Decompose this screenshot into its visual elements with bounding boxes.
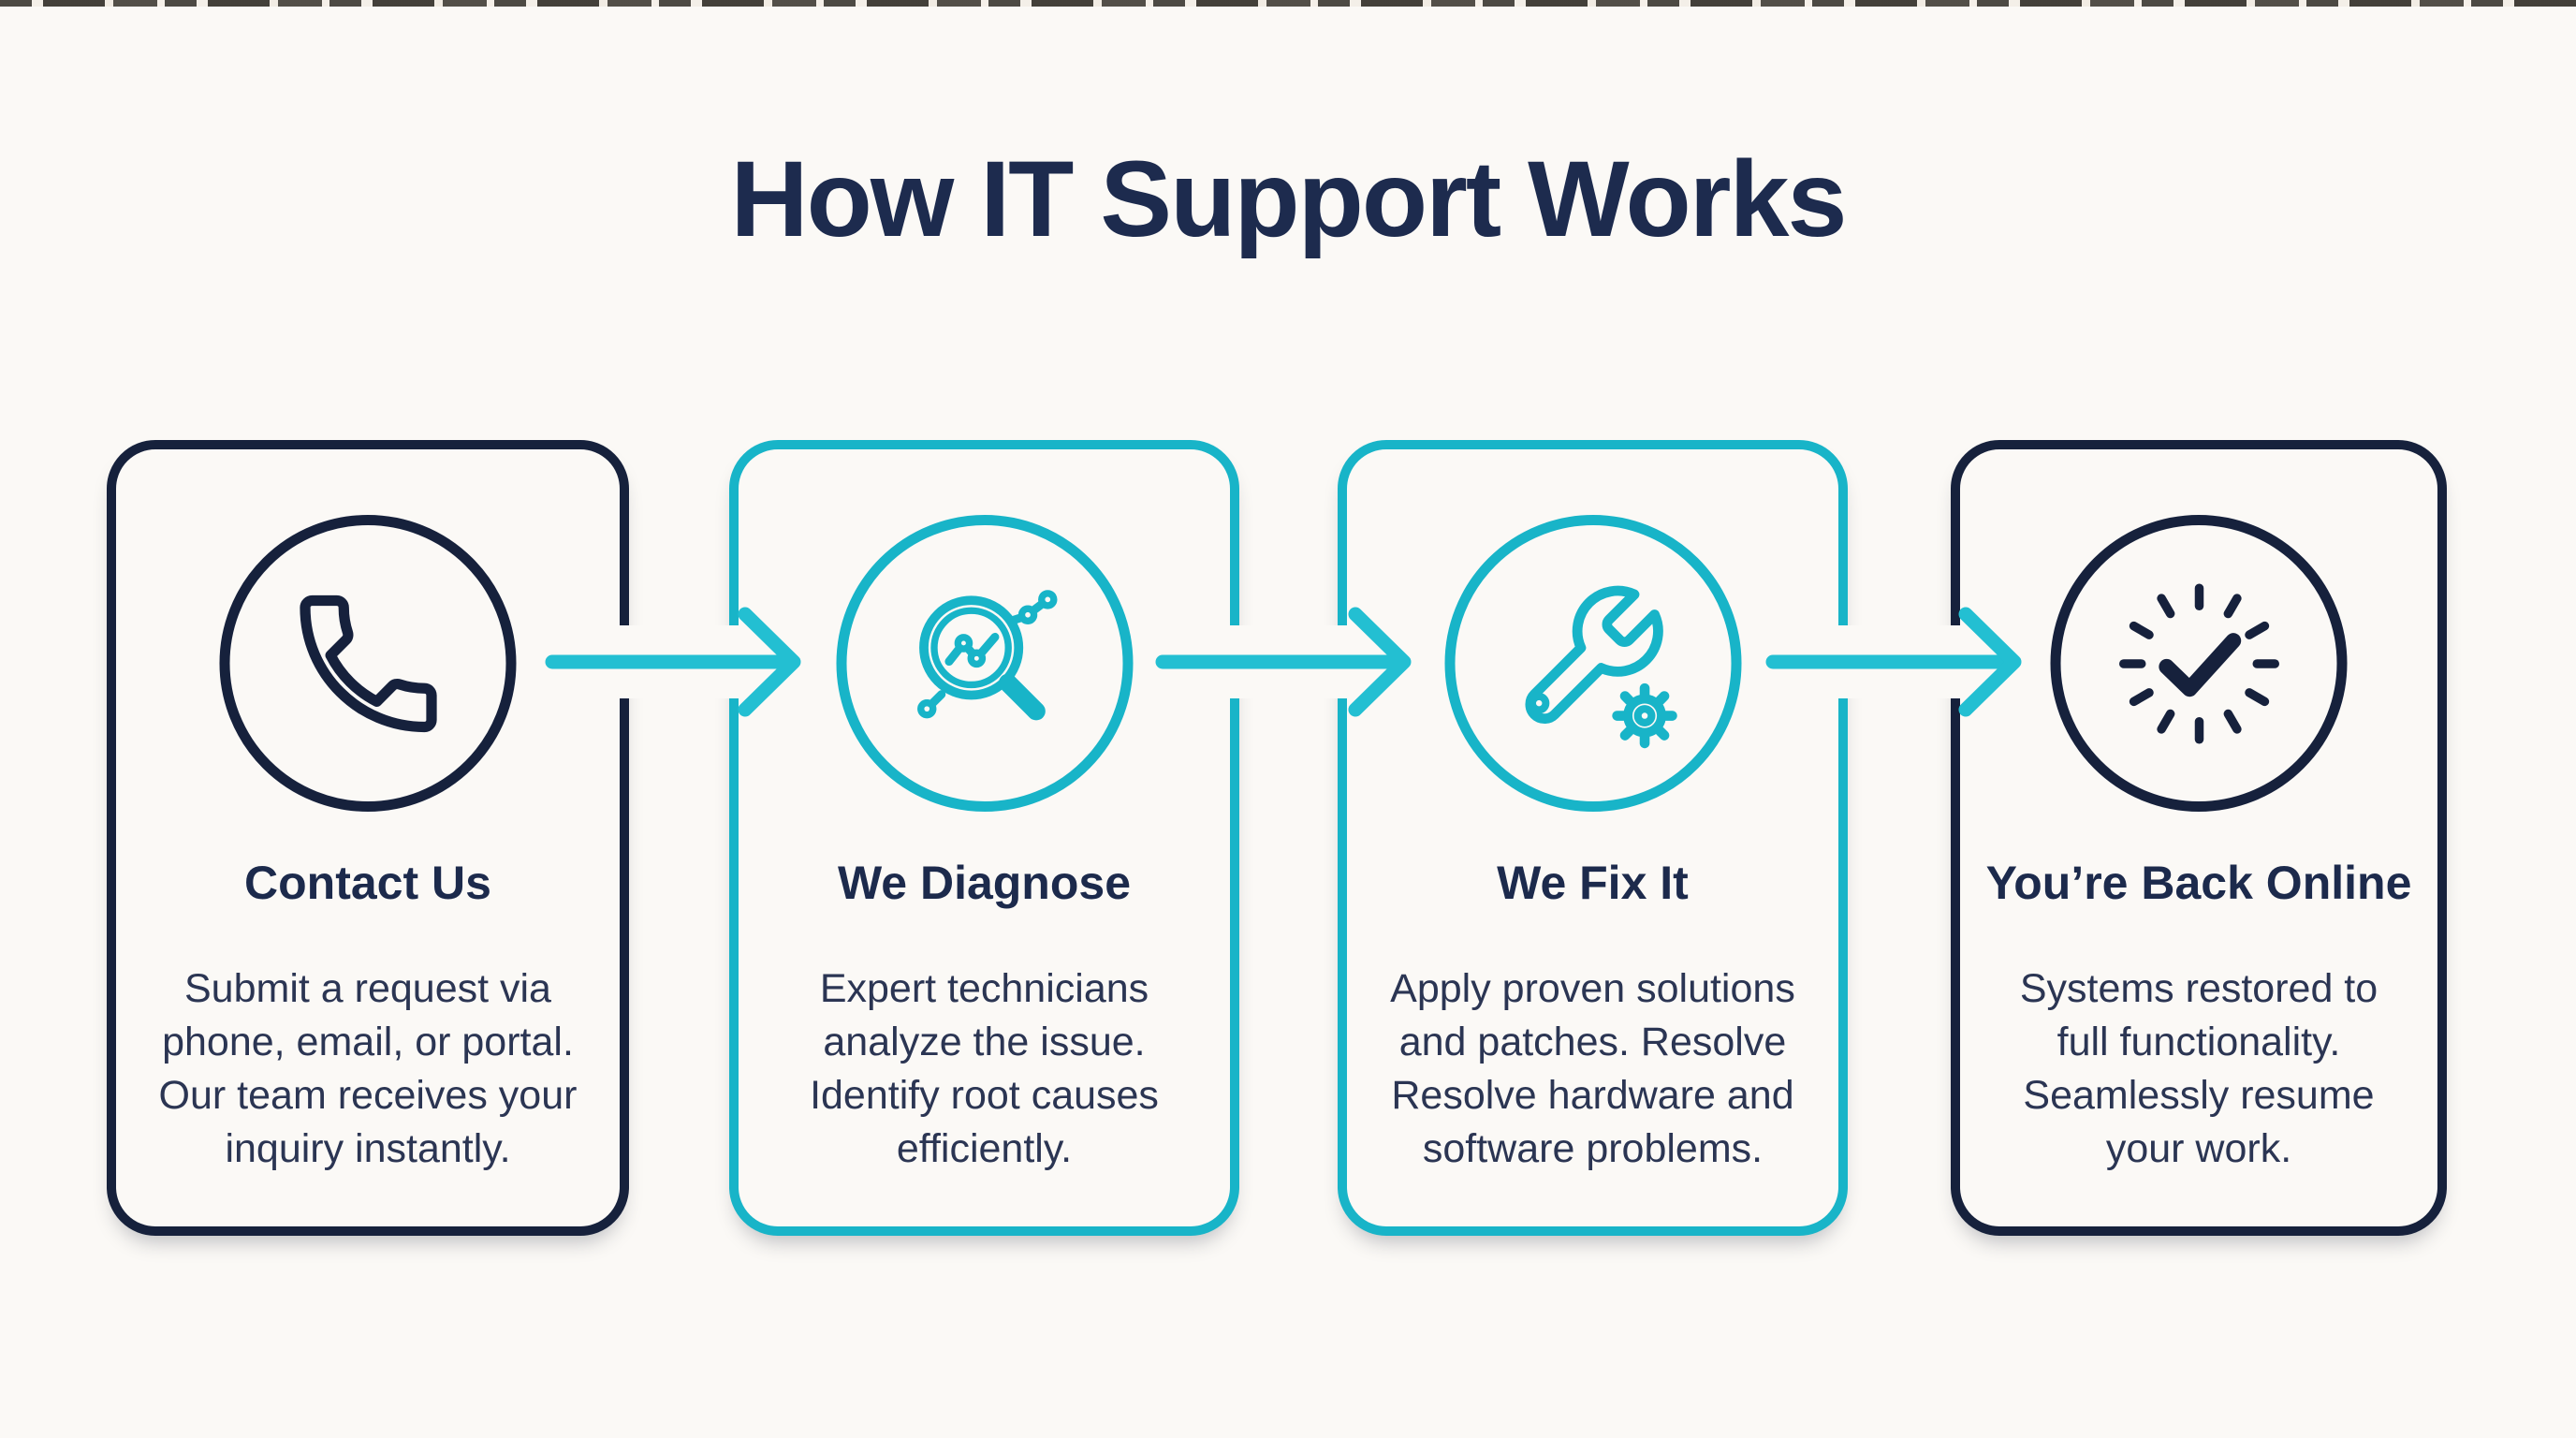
step-description: Systems restored to full functionality. …: [2019, 966, 2378, 1171]
step-title: You’re Back Online: [1985, 857, 2412, 909]
top-edge-artifact: [0, 0, 2576, 7]
step-card-back-online: You’re Back Online Systems restored to f…: [1951, 440, 2447, 1236]
phone-icon: [299, 594, 437, 732]
icon-circle: [2050, 515, 2348, 812]
flow-arrow-right-icon: [1155, 607, 1412, 717]
magnifier-chart-icon: [917, 589, 1058, 720]
page-title: How IT Support Works: [730, 139, 1848, 259]
step-card-we-diagnose: We Diagnose Expert technicians analyze t…: [729, 440, 1239, 1236]
wrench-gear-icon: [1525, 585, 1677, 748]
step-description: Apply proven solutions and patches. Reso…: [1390, 966, 1795, 1171]
step-card-contact-us: Contact Us Submit a request via phone, e…: [107, 440, 629, 1236]
flow-arrow-right-icon: [545, 607, 801, 717]
step-title: We Fix It: [1497, 857, 1689, 909]
step-description: Expert technicians analyze the issue. Id…: [810, 966, 1159, 1171]
icon-circle: [219, 515, 517, 812]
flow-arrow-right-icon: [1765, 607, 2022, 717]
step-title: Contact Us: [244, 857, 491, 909]
icon-circle: [1444, 515, 1741, 812]
icon-circle: [836, 515, 1133, 812]
check-burst-icon: [2118, 582, 2279, 744]
step-card-we-fix-it: We Fix It Apply proven solutions and pat…: [1338, 440, 1848, 1236]
step-description: Submit a request via phone, email, or po…: [158, 966, 578, 1171]
step-title: We Diagnose: [837, 857, 1132, 909]
